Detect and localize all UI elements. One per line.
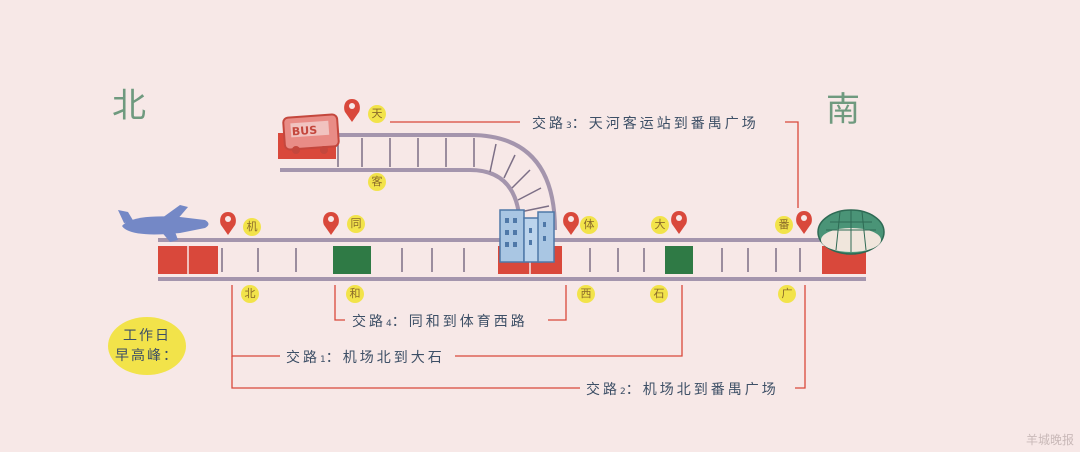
green-segment-tonghe (333, 246, 371, 274)
south-label: 南 (826, 90, 860, 130)
route-prefix: 交路 (586, 382, 620, 398)
stop-ke: 客 (368, 173, 386, 191)
watermark: 羊城晚报 (1025, 433, 1074, 447)
route-label-4: 交路4：同和到体育西路 (352, 311, 528, 331)
route-connectors (231, 121, 806, 389)
green-segment-dashi (665, 246, 693, 274)
connector-route4-right (548, 285, 567, 321)
route-prefix: 交路 (286, 350, 320, 366)
route-label-2: 交路2：机场北到番禺广场 (586, 379, 779, 399)
stop-da: 大 (651, 216, 669, 234)
marker-panyu (796, 211, 812, 234)
stadium-icon (817, 209, 885, 255)
route-label-3: 交路3：天河客运站到番禺广场 (532, 113, 759, 133)
marker-tonghe (323, 212, 339, 235)
stop-ti: 体 (580, 216, 598, 234)
connector-route4-left (334, 285, 345, 321)
badge-line1: 工作日 (123, 328, 171, 344)
route-number: 3 (566, 121, 572, 131)
route-number: 4 (386, 319, 392, 329)
route-prefix: 交路 (352, 314, 386, 330)
stop-ji: 机 (243, 218, 261, 236)
stop-tong: 同 (347, 215, 365, 233)
stop-tian: 天 (368, 105, 386, 123)
stop-shi: 石 (650, 285, 668, 303)
stop-he: 和 (346, 285, 364, 303)
bus-sign-text: BUS (291, 124, 317, 139)
marker-tianhe (344, 99, 360, 122)
route-text: ：同和到体育西路 (391, 314, 528, 330)
route-text: ：机场北到大石 (325, 350, 445, 366)
connector-route3-right (785, 121, 799, 208)
route-prefix: 交路 (532, 116, 566, 132)
route-number: 1 (320, 355, 326, 365)
route-label-1: 交路1：机场北到大石 (286, 347, 445, 367)
badge-line2: 早高峰： (115, 348, 179, 364)
marker-dashi (671, 211, 687, 234)
stop-fan: 番 (775, 216, 793, 234)
connector-route1-right (455, 285, 683, 357)
connector-route2-right (795, 285, 806, 389)
stop-guang: 广 (778, 285, 796, 303)
stop-bei: 北 (241, 285, 259, 303)
marker-tiyuxi (563, 212, 579, 235)
buildings-icon (499, 209, 555, 263)
airplane-icon (118, 205, 209, 242)
route-text: ：机场北到番禺广场 (625, 382, 779, 398)
weekday-peak-badge: 工作日 早高峰： (108, 317, 186, 375)
north-label: 北 (112, 86, 146, 126)
route-number: 2 (620, 387, 626, 397)
connector-route2-left (231, 356, 580, 389)
marker-airport (220, 212, 236, 235)
bus-icon: BUS (278, 113, 340, 159)
stop-xi: 西 (577, 285, 595, 303)
route-text: ：天河客运站到番禺广场 (571, 116, 759, 132)
location-markers (220, 99, 812, 235)
